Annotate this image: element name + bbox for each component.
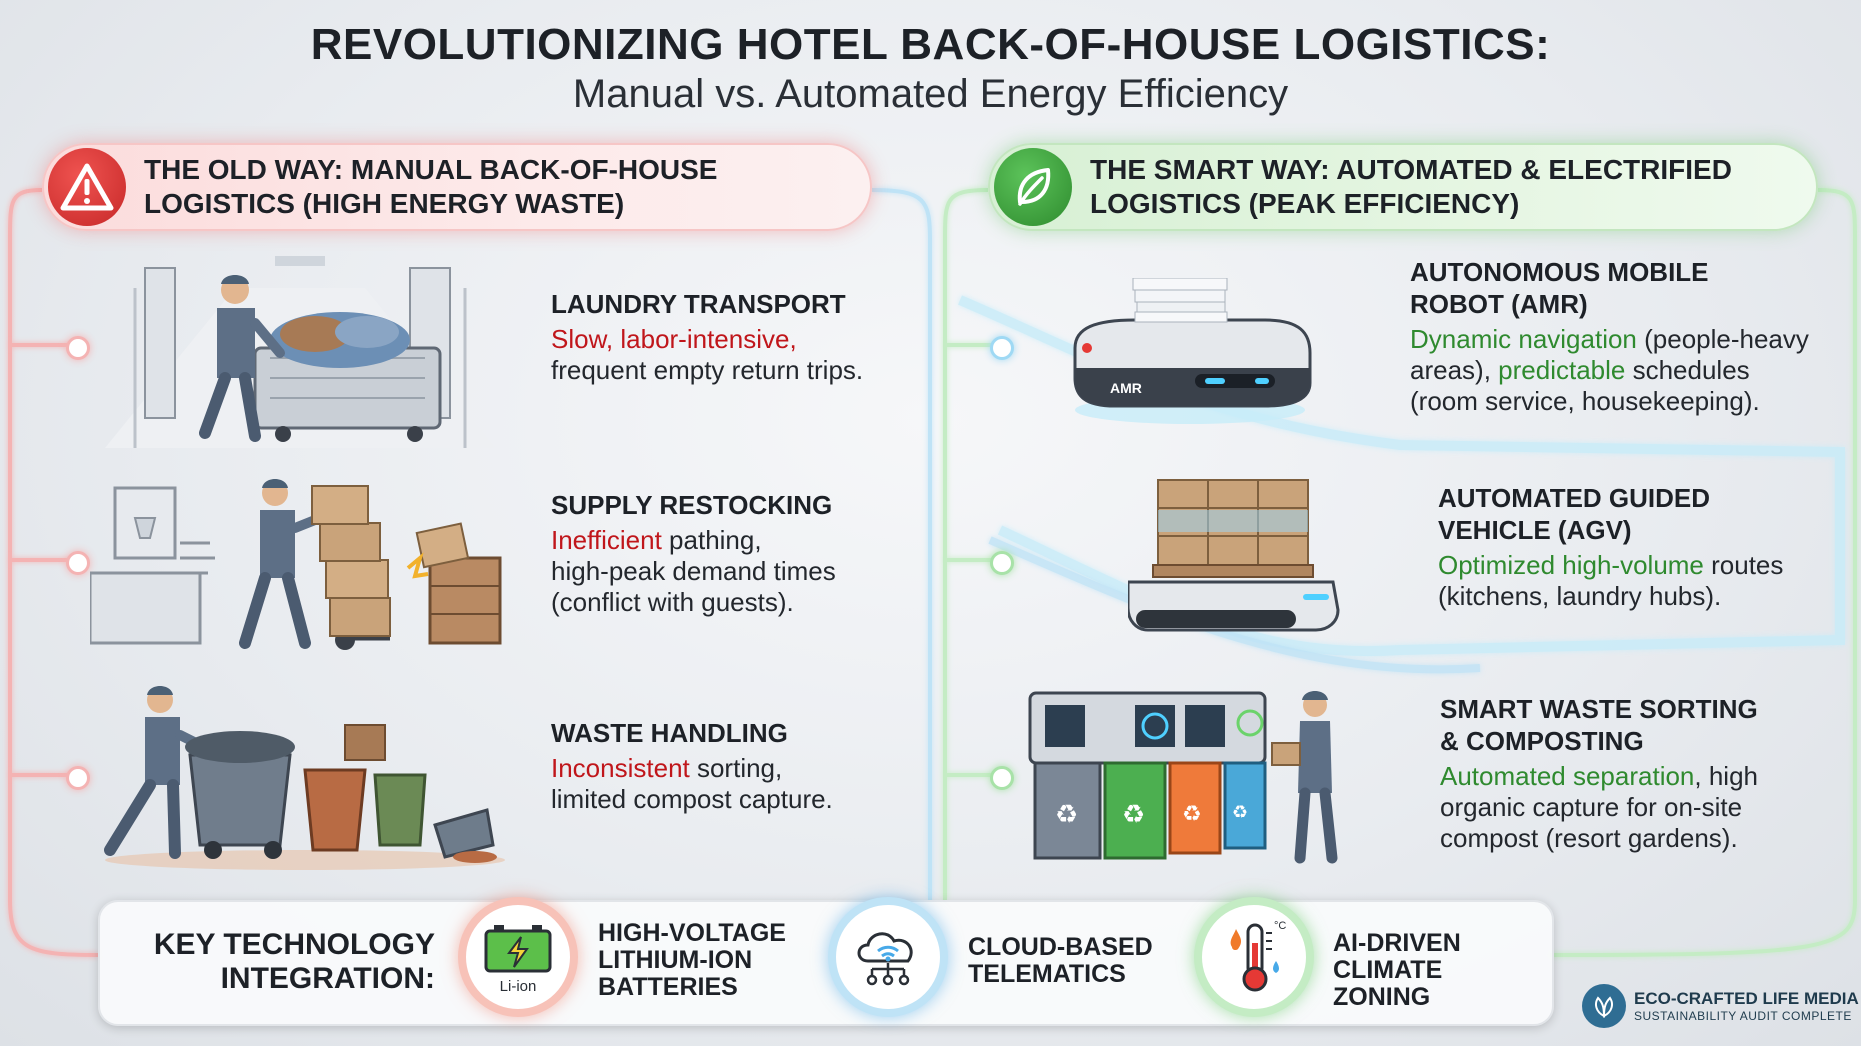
tech-batteries-label: HIGH-VOLTAGE LITHIUM-ION BATTERIES <box>598 920 786 1001</box>
waste-handling-highlight: Inconsistent <box>551 753 690 783</box>
amr-text-1: (people-heavy <box>1636 324 1809 354</box>
connector-dot <box>66 551 90 575</box>
amr-label: AMR <box>1110 380 1142 396</box>
page-subtitle: Manual vs. Automated Energy Efficiency <box>572 72 1289 116</box>
amr-title-line2: ROBOT (AMR) <box>1410 289 1588 319</box>
agv-item: AUTOMATED GUIDED VEHICLE (AGV) Optimized… <box>1438 482 1783 612</box>
smart-way-banner-line1: THE SMART WAY: AUTOMATED & ELECTRIFIED <box>1090 154 1732 185</box>
old-way-banner-line1: THE OLD WAY: MANUAL BACK-OF-HOUSE <box>144 154 718 185</box>
laundry-cart-illustration <box>105 256 495 448</box>
svg-text:♻: ♻ <box>1182 802 1202 827</box>
laundry-transport-highlight: Slow, labor-intensive, <box>551 324 797 354</box>
connector-dot <box>990 766 1014 790</box>
waste-handling-title: WASTE HANDLING <box>551 718 788 748</box>
supply-restocking-line2: high-peak demand times <box>551 556 836 586</box>
leaf-logo-icon <box>1582 984 1626 1028</box>
footer-sub: SUSTAINABILITY AUDIT COMPLETE <box>1634 1008 1852 1023</box>
leaf-icon <box>994 148 1072 226</box>
smart-waste-station-illustration: ♻ ♻ ♻ ♻ <box>1028 691 1338 864</box>
tech-telematics-line2: TELEMATICS <box>968 960 1126 988</box>
old-way-banner-line2: LOGISTICS (HIGH ENERGY WASTE) <box>144 188 625 219</box>
agv-title-line2: VEHICLE (AGV) <box>1438 515 1632 545</box>
smart-waste-title-line1: SMART WASTE SORTING <box>1440 694 1758 724</box>
cloud-icon <box>828 897 948 1017</box>
tech-batteries-line1: HIGH-VOLTAGE <box>598 919 786 947</box>
key-technology-label-line2: INTEGRATION: <box>220 962 435 995</box>
supply-restocking-highlight: Inefficient <box>551 525 662 555</box>
supply-restocking-title: SUPPLY RESTOCKING <box>551 490 833 520</box>
amr-highlight-1: Dynamic navigation <box>1410 324 1637 354</box>
agv-highlight: Optimized high-volume <box>1438 550 1704 580</box>
tech-climate-label: AI-DRIVEN CLIMATE ZONING <box>1333 930 1461 1011</box>
footer-name: ECO-CRAFTED LIFE MEDIA <box>1634 988 1859 1008</box>
amr-item: AUTONOMOUS MOBILE ROBOT (AMR) Dynamic na… <box>1410 256 1809 417</box>
tech-telematics-label: CLOUD-BASED TELEMATICS <box>968 934 1153 988</box>
thermometer-icon-text: °C <box>1274 920 1286 932</box>
tech-climate-line1: AI-DRIVEN <box>1333 929 1461 957</box>
tech-batteries-line2: LITHIUM-ION <box>598 946 753 974</box>
connector-dot <box>66 766 90 790</box>
supply-restocking-item: SUPPLY RESTOCKING Inefficient pathing, h… <box>551 489 836 618</box>
svg-text:♻: ♻ <box>1232 802 1248 823</box>
smart-waste-highlight: Automated separation <box>1440 761 1695 791</box>
agv-text-1: routes <box>1703 550 1784 580</box>
battery-icon: Li-ion <box>458 897 578 1017</box>
key-technology-label-line1: KEY TECHNOLOGY <box>153 928 435 961</box>
waste-handling-item: WASTE HANDLING Inconsistent sorting, lim… <box>551 717 833 815</box>
waste-handling-illustration <box>104 686 505 870</box>
tech-telematics-line1: CLOUD-BASED <box>968 933 1153 961</box>
amr-text-4: (room service, housekeeping). <box>1410 386 1760 416</box>
smart-waste-title-line2: & COMPOSTING <box>1440 726 1644 756</box>
laundry-transport-item: LAUNDRY TRANSPORT Slow, labor-intensive,… <box>551 288 863 386</box>
smart-waste-item: SMART WASTE SORTING & COMPOSTING Automat… <box>1440 693 1758 854</box>
agv-text-2: (kitchens, laundry hubs). <box>1438 581 1722 611</box>
svg-text:♻: ♻ <box>1055 800 1078 830</box>
footer-branding: ECO-CRAFTED LIFE MEDIA SUSTAINABILITY AU… <box>1582 984 1859 1028</box>
amr-highlight-2: predictable <box>1498 355 1626 385</box>
waste-handling-rest: sorting, <box>689 753 783 783</box>
page-title: REVOLUTIONIZING HOTEL BACK-OF-HOUSE LOGI… <box>310 20 1551 69</box>
svg-text:♻: ♻ <box>1122 800 1145 830</box>
supply-restocking-rest: pathing, <box>661 525 762 555</box>
smart-waste-text-1: , high <box>1694 761 1758 791</box>
smart-way-banner: THE SMART WAY: AUTOMATED & ELECTRIFIED L… <box>988 143 1818 231</box>
amr-text-3: schedules <box>1625 355 1750 385</box>
connector-dot <box>990 551 1014 575</box>
laundry-transport-title: LAUNDRY TRANSPORT <box>551 289 846 319</box>
old-way-banner: THE OLD WAY: MANUAL BACK-OF-HOUSE LOGIST… <box>42 143 872 231</box>
connector-dot <box>66 336 90 360</box>
agv-title-line1: AUTOMATED GUIDED <box>1438 483 1711 513</box>
waste-handling-line2: limited compost capture. <box>551 784 833 814</box>
amr-text-2: areas), <box>1410 355 1499 385</box>
agv-vehicle-illustration <box>1128 479 1340 632</box>
tech-batteries-line3: BATTERIES <box>598 973 738 1001</box>
laundry-transport-line2: frequent empty return trips. <box>551 355 864 385</box>
supply-restocking-line3: (conflict with guests). <box>551 587 794 617</box>
connector-dot <box>990 336 1014 360</box>
battery-icon-text: Li-ion <box>500 978 537 995</box>
key-technology-label: KEY TECHNOLOGY INTEGRATION: <box>115 928 435 996</box>
amr-robot-illustration: AMR <box>1073 278 1312 424</box>
smart-way-banner-line2: LOGISTICS (PEAK EFFICIENCY) <box>1090 188 1520 219</box>
smart-waste-text-2: organic capture for on-site <box>1440 792 1743 822</box>
thermometer-icon: °C <box>1194 897 1314 1017</box>
tech-climate-line2: CLIMATE <box>1333 956 1443 984</box>
supply-restocking-illustration <box>90 479 502 650</box>
tech-climate-line3: ZONING <box>1333 983 1431 1011</box>
smart-waste-text-3: compost (resort gardens). <box>1440 823 1738 853</box>
warning-icon <box>48 148 126 226</box>
amr-title-line1: AUTONOMOUS MOBILE <box>1410 257 1709 287</box>
